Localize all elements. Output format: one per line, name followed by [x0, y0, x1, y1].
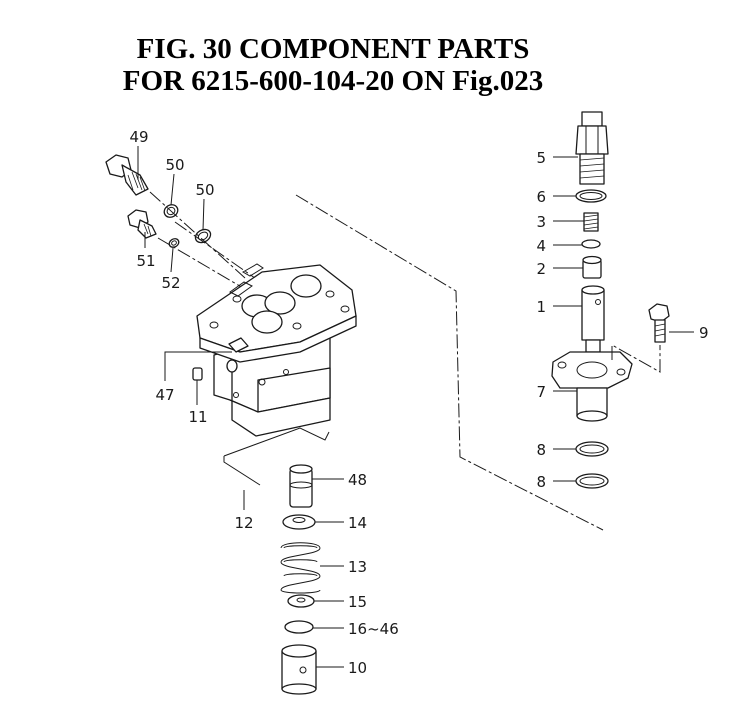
callout-15: 15 [348, 593, 367, 611]
callout-11: 11 [188, 408, 207, 426]
part-48-plunger-guide [289, 464, 313, 508]
callout-1: 1 [536, 298, 546, 316]
part-8-o-ring-a [575, 441, 609, 457]
callout-12: 12 [234, 514, 253, 532]
callout-8b: 8 [536, 473, 546, 491]
callout-50b: 50 [195, 181, 214, 199]
part-5-delivery-valve-holder [575, 111, 609, 185]
part-16-46-shim [284, 620, 314, 634]
figure-title-line1: FIG. 30 COMPONENT PARTS [136, 33, 530, 65]
callout-14: 14 [348, 514, 367, 532]
callout-49: 49 [129, 128, 148, 146]
callout-7: 7 [536, 383, 546, 401]
callout-50a: 50 [165, 156, 184, 174]
part-13-spring [280, 542, 321, 594]
pump-head-housing [196, 263, 357, 437]
figure-title-line2: FOR 6215-600-104-20 ON Fig.023 [122, 65, 544, 97]
callout-5: 5 [536, 149, 546, 167]
part-9-bolt [648, 303, 670, 343]
leader-lines [137, 146, 694, 668]
part-6-o-ring [575, 189, 607, 203]
callout-48: 48 [348, 471, 367, 489]
part-49-banjo-bolt [105, 154, 149, 196]
callout-47: 47 [155, 386, 174, 404]
part-51-bolt [127, 209, 157, 239]
callout-13: 13 [348, 558, 367, 576]
callout-16-46: 16~46 [348, 620, 399, 638]
part-8-o-ring-b [575, 473, 609, 489]
callout-4: 4 [536, 237, 546, 255]
part-14-spring-seat [282, 514, 316, 530]
figure-title: FIG. 30 COMPONENT PARTS FOR 6215-600-104… [0, 33, 749, 97]
callout-10: 10 [348, 659, 367, 677]
part-10-tappet [281, 644, 317, 695]
callout-9: 9 [699, 324, 709, 342]
part-3-spring [583, 212, 599, 232]
part-15-spring-seat [287, 594, 315, 608]
callout-52: 52 [161, 274, 180, 292]
part-2-valve [582, 255, 602, 279]
part-1-plunger-barrel [581, 285, 605, 353]
callout-51: 51 [136, 252, 155, 270]
part-52-washer [168, 238, 180, 248]
part-11-plug [192, 367, 203, 381]
part-4-gasket [581, 239, 601, 249]
callout-2: 2 [536, 260, 546, 278]
callout-6: 6 [536, 188, 546, 206]
part-7-barrel-flange [551, 351, 633, 422]
callout-3: 3 [536, 213, 546, 231]
part-12-wire-clip [223, 427, 330, 486]
callout-8a: 8 [536, 441, 546, 459]
